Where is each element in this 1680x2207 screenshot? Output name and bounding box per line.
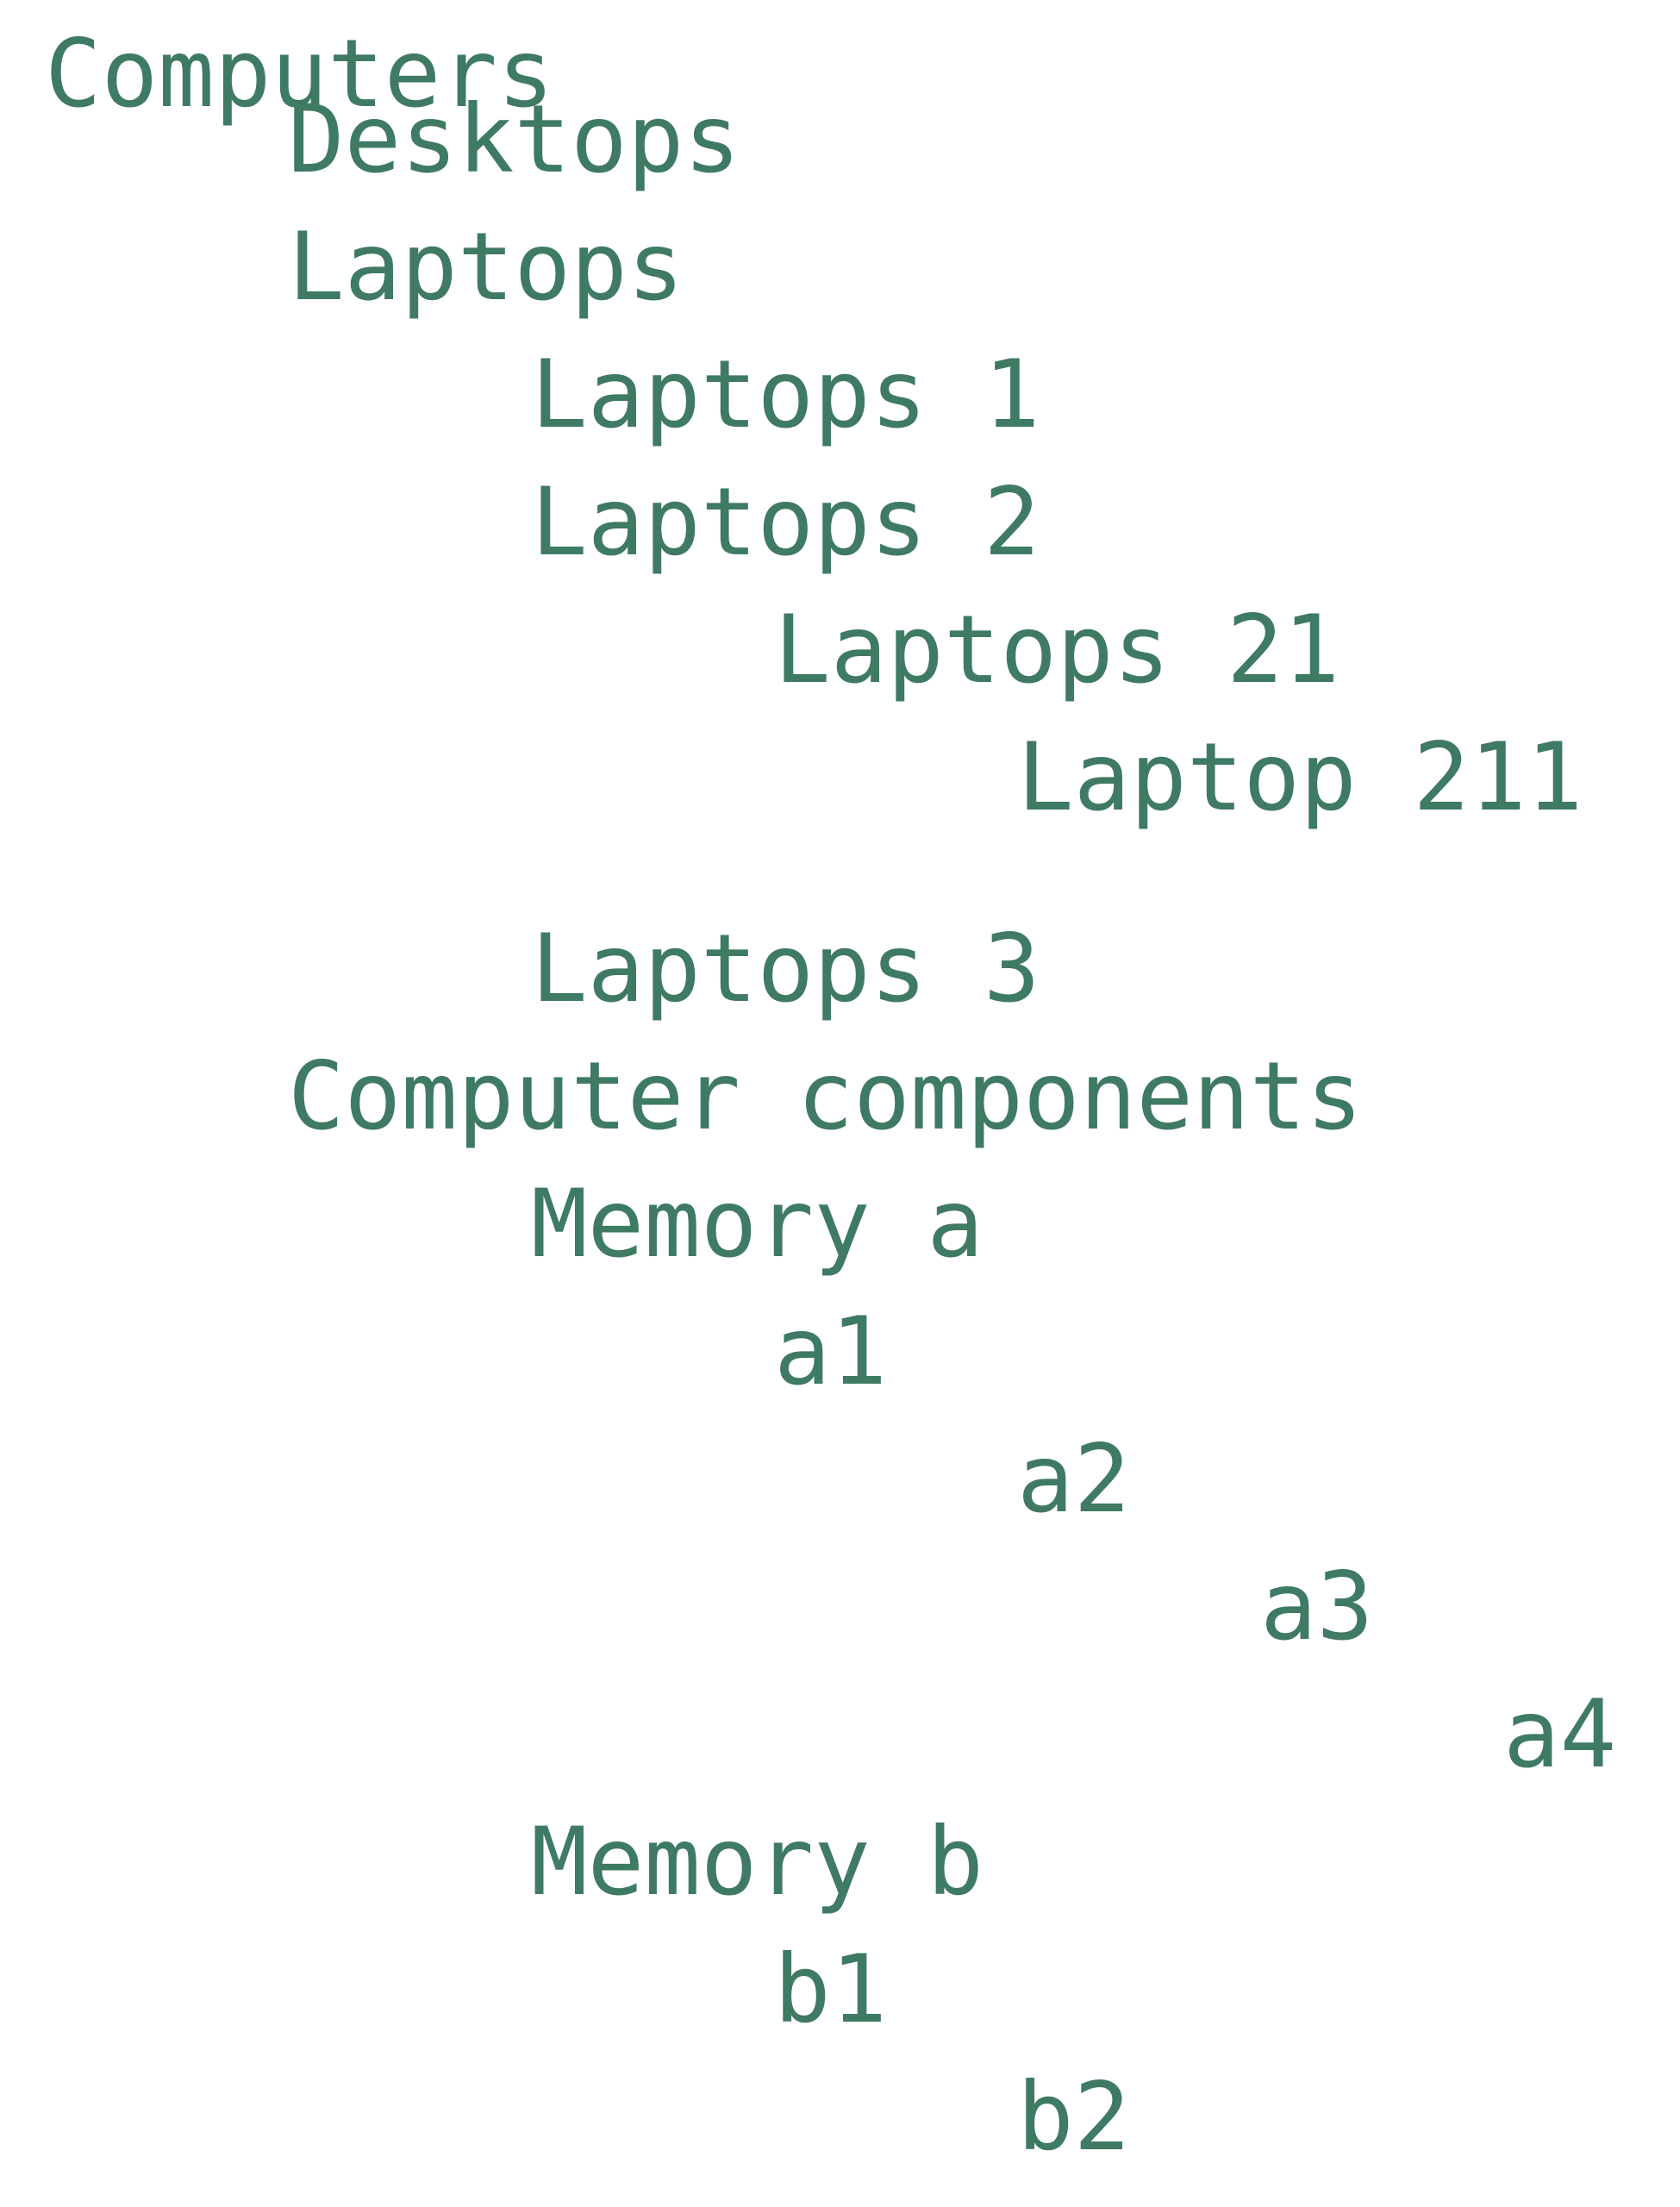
tree-item-laptops-21[interactable]: Laptops 21 [774, 595, 1340, 704]
tree-item-b1[interactable]: b1 [774, 1935, 888, 2044]
tree-item-a2[interactable]: a2 [1017, 1424, 1131, 1534]
tree-item-a3[interactable]: a3 [1260, 1552, 1374, 1661]
tree-item-computer-components[interactable]: Computer components [288, 1041, 1363, 1151]
tree-item-a1[interactable]: a1 [774, 1297, 888, 1406]
tree-item-laptops-3[interactable]: Laptops 3 [531, 914, 1040, 1023]
tree-item-laptops-1[interactable]: Laptops 1 [531, 340, 1040, 449]
tree-item-b2[interactable]: b2 [1017, 2062, 1131, 2172]
tree-item-laptops[interactable]: Laptops [288, 212, 684, 322]
tree-item-laptops-2[interactable]: Laptops 2 [531, 467, 1040, 577]
tree-item-laptop-211[interactable]: Laptop 211 [1017, 722, 1583, 832]
tree-item-computers[interactable]: Computers [45, 19, 554, 128]
tree-item-desktops[interactable]: Desktops [288, 84, 740, 194]
tree-item-memory-b[interactable]: Memory b [531, 1807, 984, 1916]
tree-item-memory-a[interactable]: Memory a [531, 1169, 984, 1279]
tree-item-a4[interactable]: a4 [1503, 1679, 1617, 1789]
